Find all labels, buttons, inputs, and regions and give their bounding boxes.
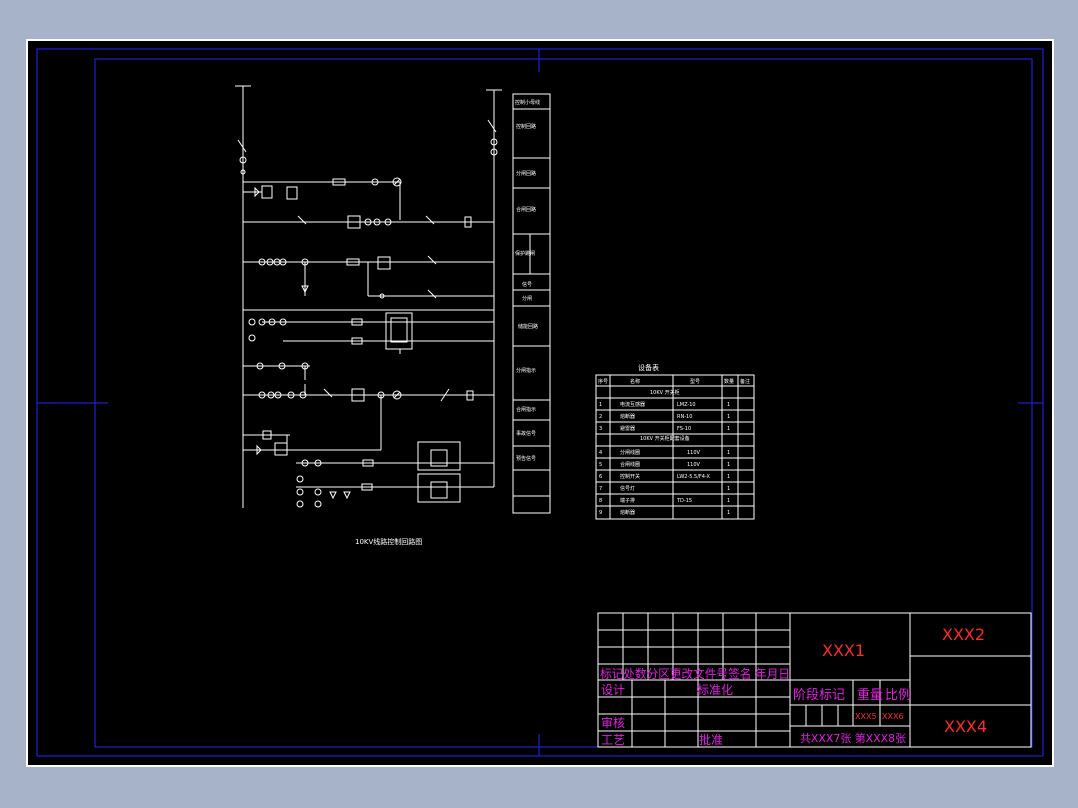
scale-value: XXX6	[882, 712, 904, 721]
table-cell: 110V	[687, 450, 701, 456]
table-header-cell: 备注	[740, 378, 750, 385]
company-name: XXX4	[944, 717, 987, 736]
function-label: 分闸指示	[516, 367, 536, 374]
revision-header: 标记处数分区更改文件号签名 年月日	[600, 666, 790, 681]
table-cell: 熔断器	[620, 509, 635, 516]
scale-label: 比例	[885, 688, 911, 703]
table-cell: 4	[599, 450, 602, 456]
function-label: 保护跳闸	[515, 250, 535, 257]
drawing-name: XXX1	[822, 641, 865, 660]
table-cell: RN-10	[677, 414, 692, 420]
function-label: 控制回路	[516, 123, 536, 130]
table-section-label: 10KV 开关柜配套设备	[640, 435, 690, 442]
table-cell: 9	[599, 510, 602, 516]
table-cell: 电流互感器	[620, 401, 645, 408]
table-cell: LMZ-10	[677, 402, 696, 408]
stage-mark-label: 阶段标记	[793, 688, 845, 703]
title-block	[597, 612, 1032, 748]
table-cell: 1	[599, 402, 602, 408]
table-cell: 避雷器	[620, 425, 635, 432]
table-cell: 1	[727, 486, 730, 492]
table-section-label: 10KV 开关柜	[650, 389, 680, 396]
drawing-sheet	[26, 39, 1054, 767]
device-table-title: 设备表	[638, 363, 659, 372]
table-cell: 1	[727, 414, 730, 420]
function-label: 事故信号	[516, 430, 536, 437]
design-label: 设计	[601, 683, 625, 697]
table-cell: 3	[599, 426, 602, 432]
table-cell: 分闸线圈	[620, 449, 640, 456]
function-label: 预告信号	[516, 455, 536, 462]
table-cell: 1	[727, 510, 730, 516]
table-cell: 1	[727, 498, 730, 504]
weight-label: 重量	[857, 687, 883, 703]
device-table-text: 序号 名称 型号 数量 备注 10KV 开关柜 10KV 开关柜配套设备 1 电…	[598, 378, 750, 516]
table-cell: 6	[599, 474, 602, 480]
function-label: 信号	[522, 281, 532, 288]
diagram-caption: 10KV线路控制回路图	[355, 537, 422, 546]
table-cell: 110V	[687, 462, 701, 468]
standardize-label: 标准化	[697, 683, 733, 697]
centering-marks	[36, 48, 1044, 757]
weight-value: XXX5	[855, 712, 877, 721]
table-cell: 8	[599, 498, 602, 504]
function-label: 合闸回路	[516, 206, 536, 213]
title-block-text: XXX1 XXX2 XXX4 标记处数分区更改文件号签名 年月日 设计 标准化 …	[600, 625, 987, 747]
function-column-labels: 控制小母线 控制回路 分闸回路 合闸回路 保护跳闸 信号 分闸 储能回路 分闸指…	[515, 99, 540, 462]
table-cell: TD-15	[676, 498, 692, 504]
table-cell: 1	[727, 474, 730, 480]
table-cell: 端子排	[620, 497, 635, 504]
table-header-cell: 名称	[630, 378, 640, 385]
table-header-cell: 型号	[690, 378, 700, 385]
control-circuit-schematic	[235, 85, 502, 508]
sheet-count: 共XXX7张 第XXX8张	[800, 731, 906, 745]
table-cell: 控制开关	[620, 473, 640, 480]
function-label: 储能回路	[518, 323, 538, 330]
table-cell: 合闸线圈	[620, 461, 640, 468]
table-cell: 1	[727, 402, 730, 408]
table-cell: 5	[599, 462, 602, 468]
table-cell: FS-10	[677, 426, 691, 432]
function-label: 分闸回路	[516, 170, 536, 177]
function-label: 分闸	[522, 295, 532, 302]
device-table	[595, 374, 755, 520]
table-header-cell: 数量	[724, 378, 734, 385]
table-cell: 1	[727, 450, 730, 456]
function-label: 合闸指示	[516, 406, 536, 413]
table-cell: 2	[599, 414, 602, 420]
table-cell: 7	[599, 486, 602, 492]
table-cell: 熔断器	[620, 413, 635, 420]
function-label: 控制小母线	[515, 99, 540, 106]
table-cell: 信号灯	[620, 485, 635, 492]
table-cell: LW2-5.5/F4-X	[677, 474, 711, 480]
approve-label: 批准	[699, 732, 723, 747]
table-header-cell: 序号	[598, 378, 608, 385]
table-cell: 1	[727, 426, 730, 432]
function-column	[512, 93, 551, 514]
process-label: 工艺	[601, 733, 625, 747]
review-label: 审核	[601, 715, 625, 730]
table-cell: 1	[727, 462, 730, 468]
drawing-code: XXX2	[942, 625, 985, 644]
